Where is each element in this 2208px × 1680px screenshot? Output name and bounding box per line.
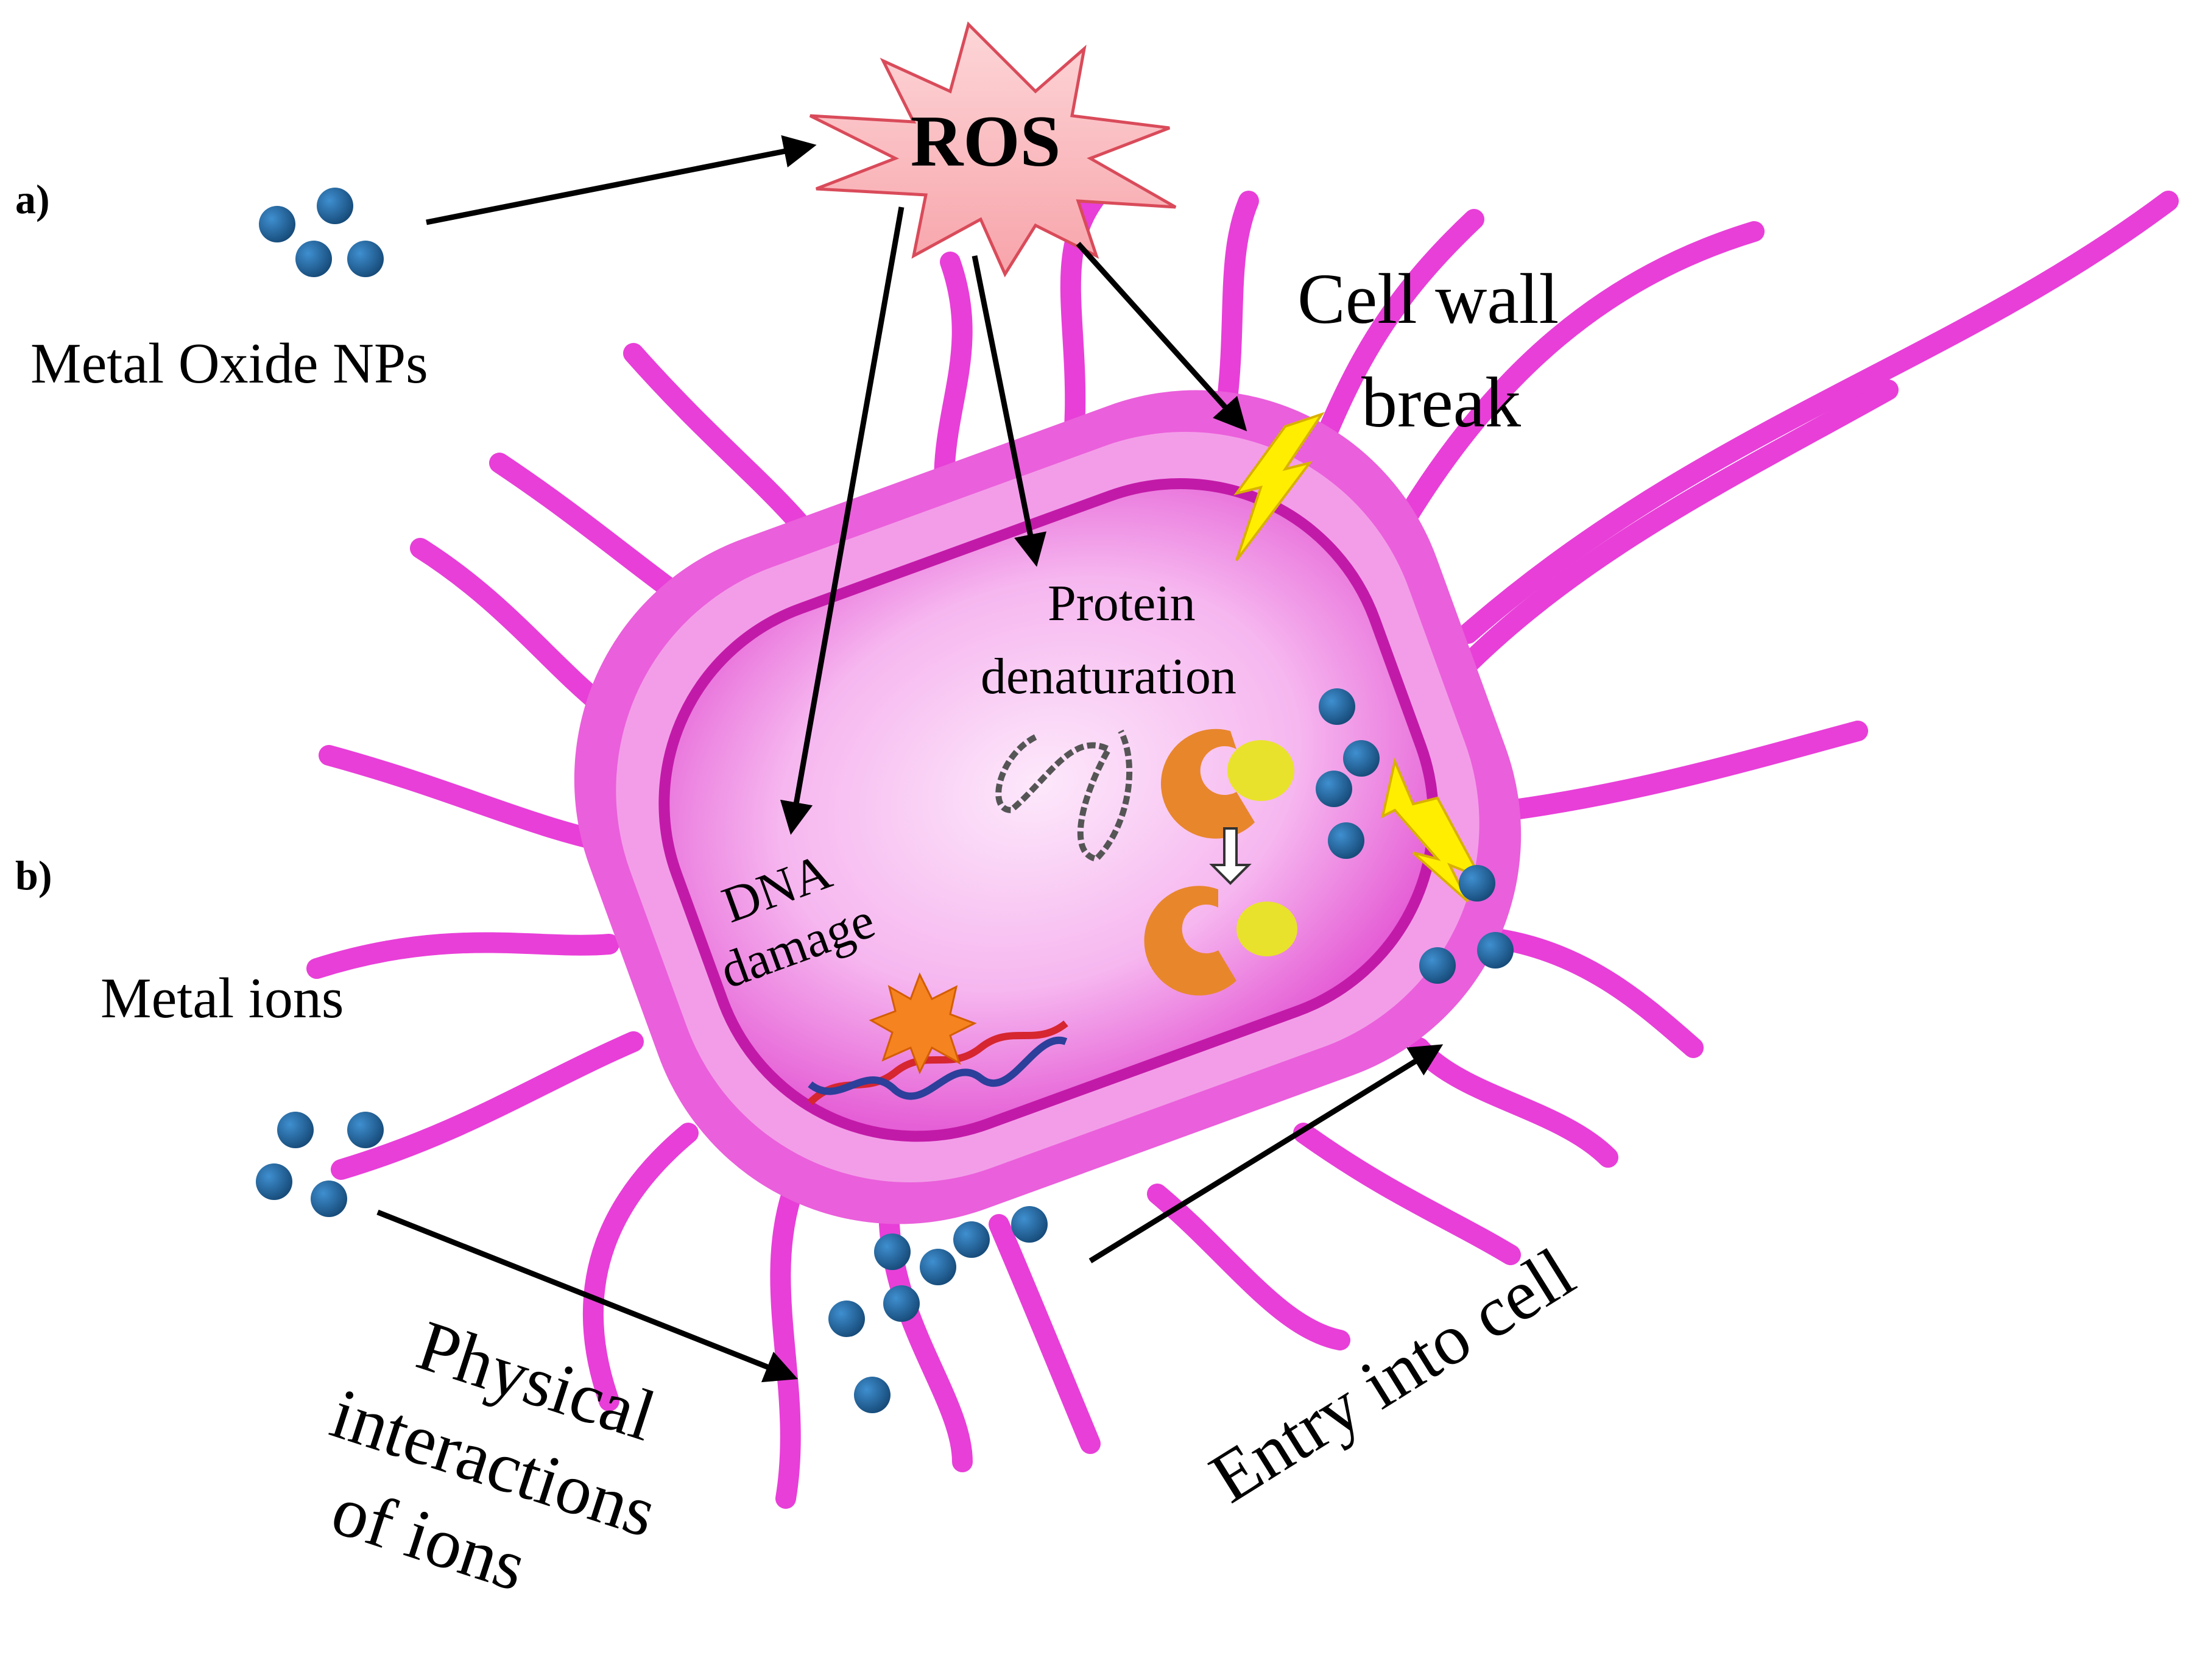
arrow-ros-to-protein bbox=[972, 255, 1047, 567]
particle-icon bbox=[874, 1234, 911, 1270]
substrate-icon bbox=[1236, 902, 1297, 956]
lightning-bolt-icon bbox=[1233, 412, 1325, 562]
arrow-ions-to-surface bbox=[376, 1209, 799, 1383]
particle-icon bbox=[256, 1163, 292, 1200]
enzyme-group-after bbox=[1144, 886, 1297, 996]
ros-label: ROS bbox=[911, 101, 1061, 182]
particle-icon bbox=[317, 188, 353, 224]
particle-icon bbox=[1328, 822, 1364, 859]
particle-icon bbox=[1459, 865, 1495, 902]
particle-icon bbox=[1316, 771, 1352, 807]
enzyme-icon bbox=[1144, 886, 1236, 996]
metal-oxide-label: Metal Oxide NPs bbox=[30, 332, 428, 395]
ion-cluster-wall bbox=[1316, 688, 1514, 984]
protein-label-line2: denaturation bbox=[981, 648, 1236, 705]
particle-icon bbox=[311, 1181, 347, 1217]
particle-icon bbox=[828, 1301, 865, 1337]
dna-helix-icon bbox=[807, 1020, 1068, 1106]
damage-burst-icon bbox=[869, 972, 977, 1075]
lightning-bolt-icon bbox=[1381, 757, 1483, 903]
particle-icon bbox=[1011, 1206, 1048, 1243]
particle-icon bbox=[295, 241, 332, 277]
panel-b-label: b) bbox=[15, 852, 52, 898]
particle-icon bbox=[1477, 932, 1514, 969]
enzyme-icon bbox=[1160, 729, 1255, 839]
particle-icon bbox=[1419, 947, 1456, 984]
metal-oxide-np-cluster bbox=[259, 188, 384, 277]
protein-label-line1: Protein bbox=[1048, 575, 1196, 632]
cell-wall-label-line1: Cell wall bbox=[1297, 259, 1559, 339]
metal-ion-cluster bbox=[256, 1112, 384, 1217]
arrows bbox=[376, 135, 1444, 1383]
ion-cluster-surface bbox=[828, 1206, 1048, 1413]
panel-a-label: a) bbox=[15, 176, 50, 222]
enzyme-group-before bbox=[1160, 729, 1294, 839]
arrow-entry-into-cell bbox=[1088, 1044, 1444, 1263]
down-arrow-icon bbox=[1209, 827, 1252, 885]
particle-icon bbox=[953, 1221, 990, 1258]
particle-icon bbox=[347, 241, 384, 277]
particle-icon bbox=[920, 1249, 956, 1285]
particle-icon bbox=[1319, 688, 1355, 725]
arrow-ros-to-wall bbox=[1076, 241, 1247, 432]
particle-icon bbox=[347, 1112, 384, 1148]
cell-membrane bbox=[658, 478, 1439, 1142]
particle-icon bbox=[259, 206, 295, 242]
ros-burst: ROS bbox=[809, 21, 1177, 278]
particle-icon bbox=[1343, 740, 1380, 777]
arrow-ros-to-dna bbox=[780, 206, 905, 835]
arrow-nps-to-ros bbox=[426, 135, 817, 225]
particle-icon bbox=[854, 1377, 891, 1413]
bacterial-cell bbox=[574, 390, 1522, 1224]
particle-icon bbox=[277, 1112, 314, 1148]
physical-interactions-label: Physical interactions of ions bbox=[322, 1305, 666, 1606]
substrate-icon bbox=[1227, 740, 1294, 801]
starburst-icon bbox=[809, 21, 1177, 278]
protein-chain-icon bbox=[995, 729, 1133, 863]
metal-ions-label: Metal ions bbox=[101, 967, 344, 1030]
cell-wall-label-line2: break bbox=[1361, 362, 1521, 442]
particle-icon bbox=[883, 1285, 920, 1322]
